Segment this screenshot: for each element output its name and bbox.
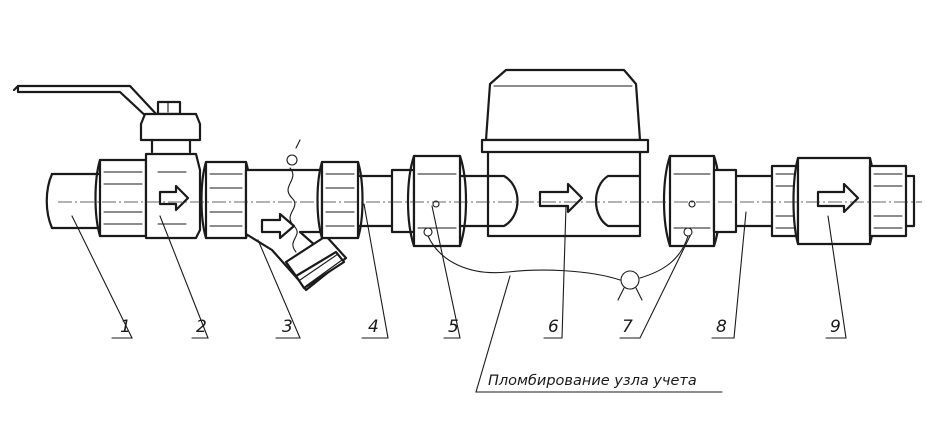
callout-1: 1 (120, 317, 131, 337)
union-coupling-right (662, 154, 738, 248)
pipe-segment-left (45, 172, 110, 230)
callout-9: 9 (830, 317, 841, 337)
pipe-nipple-right (734, 174, 774, 228)
sealing-caption: Пломбирование узла учета (488, 373, 697, 389)
callout-6: 6 (548, 317, 559, 337)
callout-8: 8 (716, 317, 727, 337)
ball-valve (12, 84, 202, 240)
strainer-filter (200, 139, 364, 292)
callout-3: 3 (282, 317, 293, 337)
union-coupling-left (390, 154, 519, 248)
valve-handle (16, 84, 160, 122)
callout-7: 7 (622, 317, 633, 337)
callout-4: 4 (368, 317, 379, 337)
callout-2: 2 (196, 317, 207, 337)
water-meter (480, 68, 650, 238)
check-valve (770, 156, 916, 246)
leader-lines (71, 203, 847, 393)
seal-wire (427, 235, 689, 301)
callout-5: 5 (448, 317, 459, 337)
